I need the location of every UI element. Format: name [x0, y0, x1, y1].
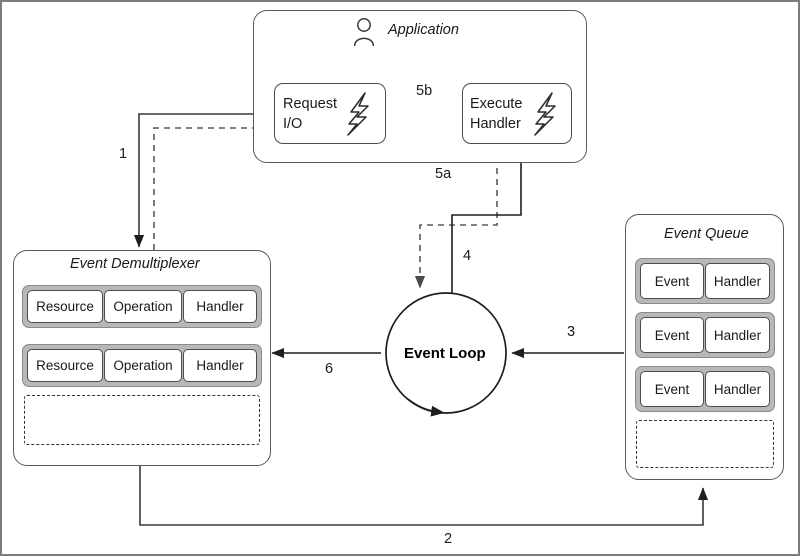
queue-cell-label: Event — [654, 327, 690, 343]
flow-arrow-2 — [139, 466, 709, 526]
demux-cell-resource[interactable]: Resource — [27, 349, 103, 382]
flow-label-5b: 5b — [416, 83, 433, 99]
event-loop-circle — [385, 292, 507, 417]
demux-cell-operation[interactable]: Operation — [104, 290, 182, 323]
demux-cell-label: Operation — [113, 299, 173, 314]
event-demultiplexer-label: Event Demultiplexer — [70, 256, 200, 272]
demux-cell-operation[interactable]: Operation — [104, 349, 182, 382]
flow-label-6: 6 — [325, 361, 334, 377]
flow-arrow-4 — [451, 147, 527, 293]
demux-cell-resource[interactable]: Resource — [27, 290, 103, 323]
queue-cell-event[interactable]: Event — [640, 317, 704, 353]
queue-cell-handler[interactable]: Handler — [705, 371, 770, 407]
flow-label-3: 3 — [567, 324, 576, 340]
flow-label-1: 1 — [119, 146, 128, 162]
event-loop-label: Event Loop — [404, 345, 486, 362]
event-queue-label: Event Queue — [664, 226, 749, 242]
application-label: Application — [388, 22, 459, 38]
lightning-bolt-icon — [534, 92, 556, 136]
queue-cell-handler[interactable]: Handler — [705, 263, 770, 299]
demux-cell-label: Operation — [113, 358, 173, 373]
flow-arrow-5a — [414, 146, 498, 289]
queue-cell-label: Event — [654, 273, 690, 289]
queue-cell-label: Handler — [713, 327, 762, 343]
queue-empty-slot — [636, 420, 774, 468]
demux-cell-handler[interactable]: Handler — [183, 290, 257, 323]
demux-cell-label: Resource — [36, 358, 94, 373]
demux-cell-label: Handler — [196, 358, 244, 373]
demux-cell-label: Resource — [36, 299, 94, 314]
queue-cell-event[interactable]: Event — [640, 263, 704, 299]
demux-empty-slot — [24, 395, 260, 445]
queue-cell-event[interactable]: Event — [640, 371, 704, 407]
queue-cell-label: Handler — [713, 381, 762, 397]
execute-handler-label-line2: Handler — [470, 116, 521, 132]
flow-arrow-demux-to-request — [153, 122, 273, 250]
queue-cell-handler[interactable]: Handler — [705, 317, 770, 353]
flow-label-5a: 5a — [435, 166, 452, 182]
flow-label-2: 2 — [444, 531, 453, 547]
lightning-bolt-icon — [347, 92, 369, 136]
queue-cell-label: Handler — [713, 273, 762, 289]
request-io-label-line1: Request — [283, 96, 338, 112]
person-icon — [353, 18, 375, 47]
demux-cell-label: Handler — [196, 299, 244, 314]
flow-arrow-1 — [133, 113, 274, 248]
queue-cell-label: Event — [654, 381, 690, 397]
execute-handler-node[interactable] — [462, 83, 572, 144]
demux-cell-handler[interactable]: Handler — [183, 349, 257, 382]
flow-label-4: 4 — [463, 248, 472, 264]
request-io-label-line2: I/O — [283, 116, 303, 132]
execute-handler-label-line1: Execute — [470, 96, 523, 112]
request-io-node[interactable] — [274, 83, 386, 144]
